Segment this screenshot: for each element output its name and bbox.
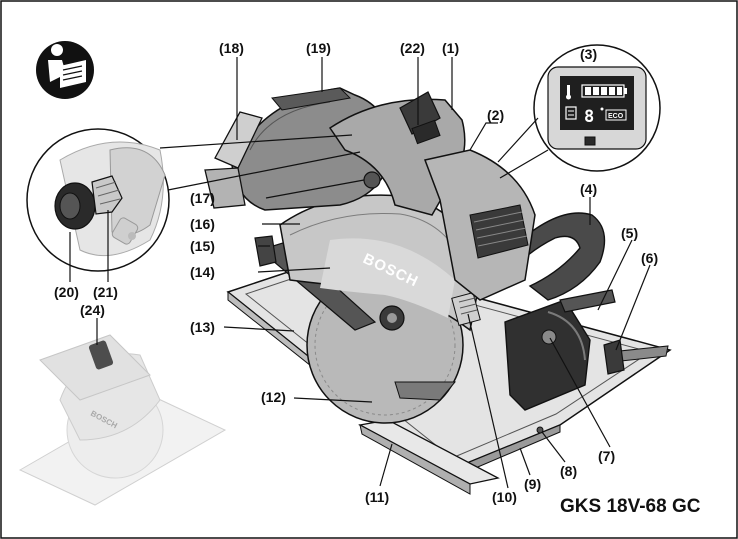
callout-11: (11) <box>365 489 389 505</box>
thumbnail-highlight-part <box>88 340 114 370</box>
guide-lock-screw <box>603 339 625 375</box>
callout-22: (22) <box>400 40 425 56</box>
callout-17: (17) <box>190 190 215 206</box>
callout-5: (5) <box>621 225 638 241</box>
display-digit: 8 <box>584 107 594 127</box>
model-name: GKS 18V-68 GC <box>560 496 701 517</box>
mode-icon <box>565 106 577 120</box>
callout-18: (18) <box>219 40 244 56</box>
retract-lever <box>254 235 277 267</box>
callout-10: (10) <box>492 489 517 505</box>
callout-9: (9) <box>524 476 541 492</box>
callout-19: (19) <box>306 40 331 56</box>
battery-pack <box>214 111 263 169</box>
callout-7: (7) <box>598 448 615 464</box>
callout-13: (13) <box>190 319 215 335</box>
battery-display <box>560 76 634 130</box>
callout-15: (15) <box>190 238 215 254</box>
display-inset: 8 ECO <box>497 44 661 179</box>
saw-thumbnail: BOSCH <box>18 334 227 506</box>
callout-2: (2) <box>487 107 504 123</box>
callout-4: (4) <box>580 181 597 197</box>
callout-3: (3) <box>580 46 597 62</box>
mode-button <box>584 136 596 146</box>
callout-1: (1) <box>442 40 459 56</box>
callout-24: (24) <box>80 302 105 318</box>
circular-saw: BOSCH <box>204 87 672 495</box>
leader-lines <box>69 57 651 489</box>
callout-20: (20) <box>54 284 79 300</box>
callout-12: (12) <box>261 389 286 405</box>
battery-level-icon <box>581 84 627 98</box>
callout-14: (14) <box>190 264 215 280</box>
locking-collar <box>91 175 123 215</box>
callout-21: (21) <box>93 284 118 300</box>
read-manual-icon <box>36 41 94 99</box>
callout-16: (16) <box>190 216 215 232</box>
depth-lock-knob <box>363 171 381 189</box>
auxiliary-handle <box>514 212 606 301</box>
on-off-switch <box>411 119 441 145</box>
temperature-icon <box>566 85 571 100</box>
magnifier-inset <box>26 128 361 272</box>
eco-label: ECO <box>608 113 624 120</box>
callout-8: (8) <box>560 463 577 479</box>
callout-6: (6) <box>641 250 658 266</box>
clamp-lever <box>559 289 616 313</box>
